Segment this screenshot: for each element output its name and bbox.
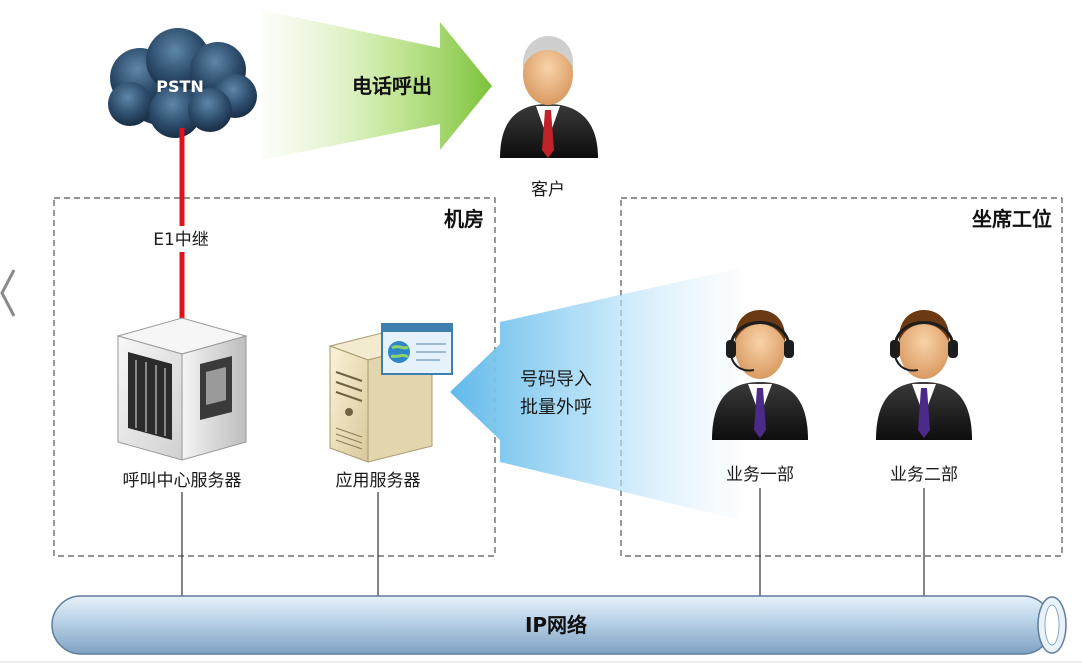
- seat-area-box: [620, 197, 1063, 557]
- machine-room-label: 机房: [444, 207, 484, 231]
- pstn-cloud-icon: [108, 28, 257, 138]
- dept2-label: 业务二部: [890, 465, 958, 485]
- pstn-label: PSTN: [156, 77, 204, 96]
- import-arrow: [450, 268, 740, 520]
- customer-label: 客户: [531, 180, 565, 200]
- e1-trunk-label: E1中继: [153, 230, 209, 250]
- call-center-server-label: 呼叫中心服务器: [123, 471, 242, 491]
- import-label-line1: 号码导入: [520, 369, 592, 390]
- ip-network-pipe: [51, 595, 1067, 655]
- outbound-call-arrow: [262, 10, 492, 160]
- dept1-label: 业务一部: [726, 465, 794, 485]
- ip-network-label: IP网络: [525, 613, 587, 637]
- seat-area-label: 坐席工位: [972, 207, 1052, 231]
- outbound-call-label: 电话呼出: [352, 74, 432, 98]
- call-center-server-icon: [116, 317, 248, 461]
- app-server-label: 应用服务器: [336, 471, 421, 491]
- chevron-left-icon: [0, 269, 16, 317]
- browser-window-icon: [381, 323, 453, 375]
- import-label-line2: 批量外呼: [520, 397, 592, 418]
- agent-dept2-icon: [876, 310, 972, 440]
- agent-dept1-icon: [712, 310, 808, 440]
- customer-icon: [500, 36, 598, 158]
